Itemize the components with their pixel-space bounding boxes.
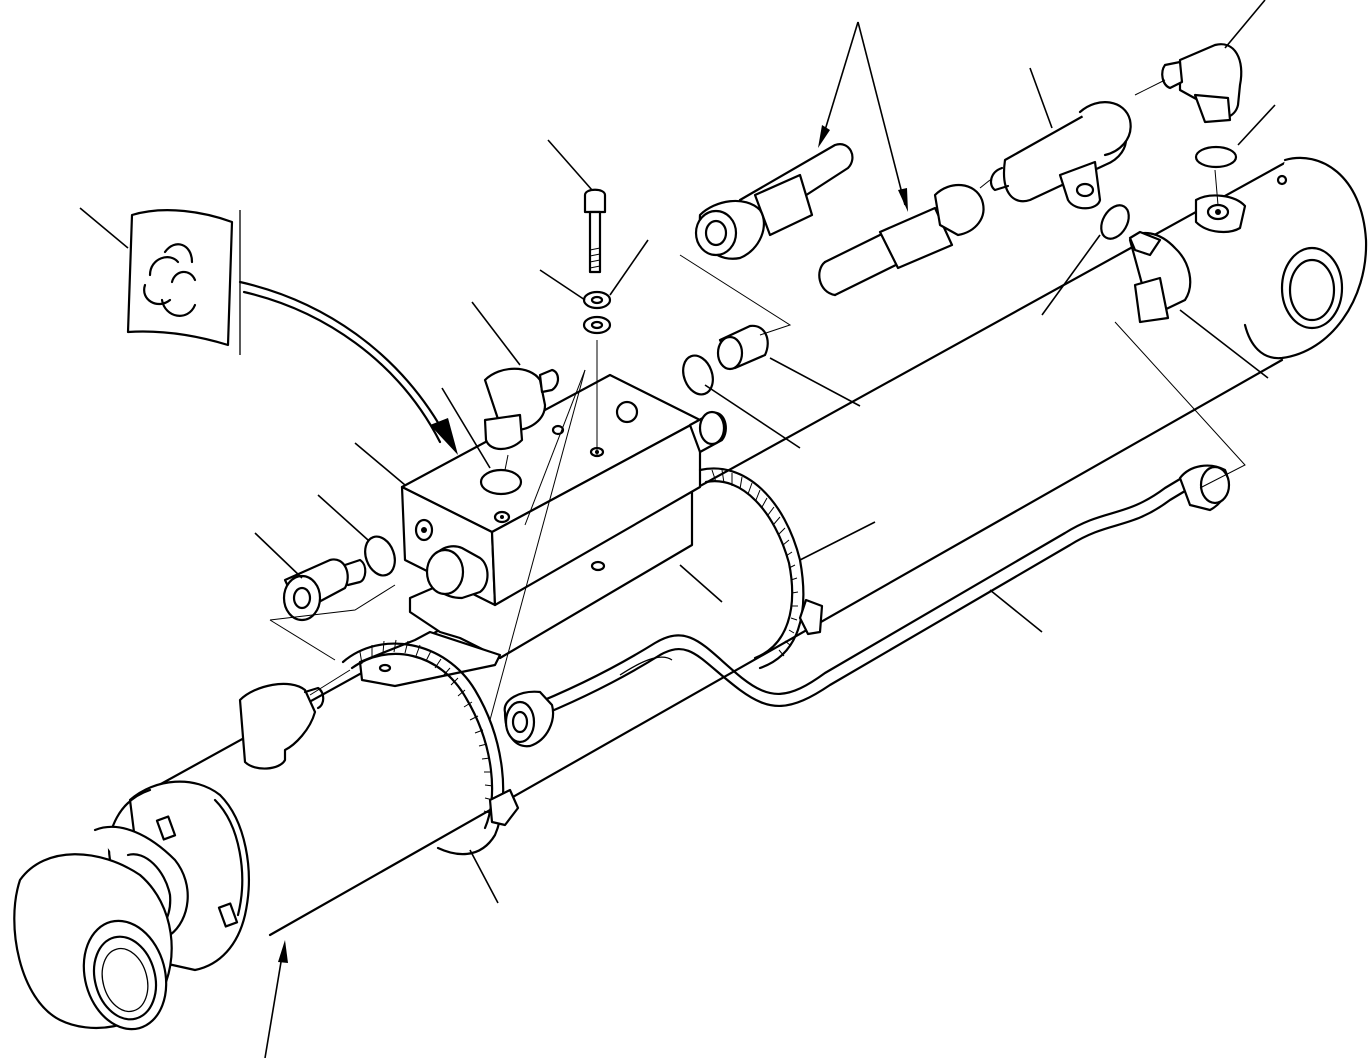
o-ring xyxy=(364,145,1238,577)
callout-leader xyxy=(1029,67,1053,129)
callout-leader xyxy=(317,494,369,541)
callout-leaders xyxy=(79,0,1276,1058)
sealant-application-arrow xyxy=(238,280,458,455)
tee-fitting xyxy=(989,101,1132,210)
callout-leader xyxy=(469,849,499,904)
valve-block xyxy=(400,373,727,607)
elbow-fitting xyxy=(238,43,1243,770)
callout-leader xyxy=(1041,234,1101,316)
sealant-tube xyxy=(126,209,241,355)
callout-leader xyxy=(441,387,491,469)
callout-leader xyxy=(547,139,593,191)
callout-leader xyxy=(769,357,861,407)
callout-leader xyxy=(821,21,859,141)
callout-leader xyxy=(539,269,586,301)
washer xyxy=(582,290,612,335)
callout-leader xyxy=(1179,309,1269,379)
bolt xyxy=(583,188,607,274)
callout-leader xyxy=(857,21,906,206)
cylinder-head-end xyxy=(13,780,250,1031)
callout-leader xyxy=(471,301,521,366)
callout-leader xyxy=(79,207,129,249)
callout-leader xyxy=(264,949,284,1058)
callout-leader xyxy=(1237,104,1276,146)
assembly-guide-lines xyxy=(269,79,1246,721)
straight-adapter xyxy=(282,324,769,622)
callout-leader xyxy=(609,239,649,296)
callout-leader xyxy=(799,521,876,561)
steel-pipe xyxy=(503,464,1231,748)
callout-leader xyxy=(254,532,303,579)
callout-leader xyxy=(1224,0,1266,49)
hose-assembly xyxy=(694,143,985,297)
cylinder-tube xyxy=(148,156,1368,937)
callout-leader xyxy=(989,589,1043,633)
callout-leader xyxy=(679,564,723,603)
hose-clamp xyxy=(341,467,824,856)
callout-leader xyxy=(704,384,801,449)
callout-leader xyxy=(354,442,406,486)
